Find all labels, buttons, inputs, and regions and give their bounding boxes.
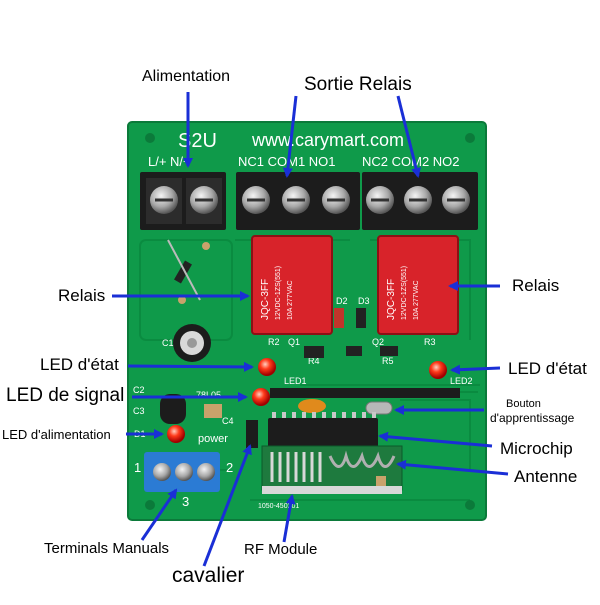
- pins-relay1-text: NC1 COM1 NO1: [238, 154, 336, 169]
- c4-label: C4: [222, 416, 234, 426]
- d2-label: D2: [336, 296, 348, 306]
- module-code-text: 1050-450201: [258, 503, 299, 510]
- relay2-sub-text: 12VDC-1ZS(551): [401, 266, 408, 320]
- board-model-text: S2U: [178, 130, 217, 152]
- r5-label: R5: [382, 356, 394, 366]
- label-bouton-line1: Bouton: [506, 398, 541, 410]
- relay-1: JQC-3FF 12VDC-1ZS(551) 10A 277VAC: [251, 235, 333, 335]
- arrow-cavalier: [202, 444, 252, 567]
- pins-relay2-text: NC2 COM2 NO2: [362, 154, 460, 169]
- relay2-rating-text: 10A 277VAC: [413, 280, 420, 320]
- r2-label: R2: [268, 337, 280, 347]
- label-bouton-line2: d'apprentissage: [490, 411, 575, 425]
- relay2-terminal-block: [362, 172, 478, 230]
- d3-label: D3: [358, 296, 370, 306]
- terminal-1-label: 1: [134, 460, 141, 475]
- arrow-microchip: [378, 431, 493, 448]
- terminal-3-label: 3: [182, 494, 189, 509]
- regulator-label: 78L05: [196, 390, 221, 400]
- r3-label: R3: [424, 337, 436, 347]
- relay1-model-text: JQC-3FF: [260, 279, 271, 320]
- arrow-led-etat-left: [127, 361, 254, 372]
- microchip-ic: [268, 412, 378, 452]
- label-relais-right: Relais: [512, 276, 560, 295]
- pins-left-text: L/+ N/−: [148, 154, 191, 169]
- status-led-1: [258, 358, 276, 376]
- arrow-led-etat-right: [450, 364, 501, 375]
- led1-label: LED1: [284, 376, 307, 386]
- led2-label: LED2: [450, 376, 473, 386]
- status-led-2: [429, 361, 447, 379]
- arrow-antenne: [396, 459, 509, 476]
- signal-led: [252, 388, 270, 406]
- label-led-signal: LED de signal: [6, 385, 125, 406]
- antenna-coil: [328, 450, 396, 468]
- arrow-terminals: [140, 488, 178, 541]
- label-relais-left: Relais: [58, 286, 106, 305]
- power-silk-label: power: [198, 433, 228, 445]
- q1-label: Q1: [288, 337, 300, 347]
- label-microchip: Microchip: [500, 439, 573, 458]
- power-led: [167, 425, 185, 443]
- terminal-2-label: 2: [226, 460, 233, 475]
- label-rf-module: RF Module: [244, 541, 318, 558]
- label-led-etat-left: LED d'état: [40, 355, 119, 374]
- power-terminal-block: [140, 172, 226, 230]
- rf-module: [261, 445, 403, 494]
- arrow-sortie-relais-right: [396, 95, 421, 178]
- label-cavalier: cavalier: [172, 564, 245, 587]
- c2-label: C2: [133, 385, 145, 395]
- r4-label: R4: [308, 356, 320, 366]
- arrow-rf-module: [282, 494, 296, 543]
- annotation-arrows: [112, 92, 509, 567]
- learn-button[interactable]: [365, 401, 393, 415]
- label-led-alimentation: LED d'alimentation: [2, 427, 111, 442]
- q2-label: Q2: [372, 337, 384, 347]
- label-led-etat-right: LED d'état: [508, 359, 587, 378]
- relay2-model-text: JQC-3FF: [386, 279, 397, 320]
- manual-terminal-block: [144, 452, 220, 492]
- c3-label: C3: [133, 406, 145, 416]
- arrow-sortie-relais-left: [282, 95, 298, 178]
- relay1-sub-text: 12VDC-1ZS(551): [275, 266, 282, 320]
- relay-2: JQC-3FF 12VDC-1ZS(551) 10A 277VAC: [377, 235, 459, 335]
- board-url-text: www.carymart.com: [251, 130, 404, 150]
- label-alimentation: Alimentation: [142, 68, 231, 85]
- c1-label: C1: [162, 338, 174, 348]
- capacitor-c1: [173, 324, 211, 362]
- relay1-rating-text: 10A 277VAC: [287, 280, 294, 320]
- relay1-terminal-block: [236, 172, 360, 230]
- label-sortie-relais: Sortie Relais: [304, 74, 412, 95]
- label-antenne: Antenne: [514, 467, 578, 486]
- jumper[interactable]: [246, 420, 258, 448]
- label-terminals: Terminals Manuals: [44, 540, 170, 557]
